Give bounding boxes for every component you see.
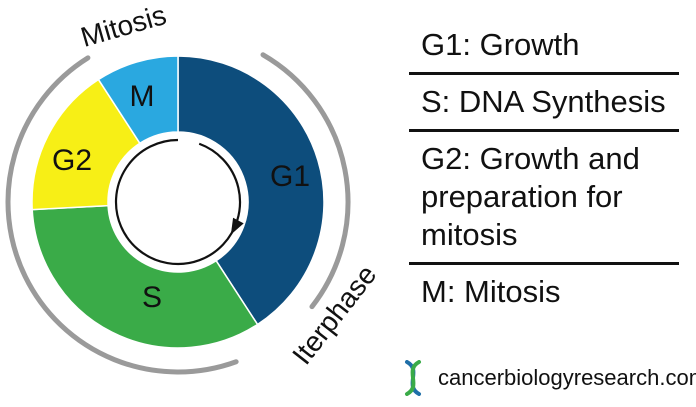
legend-item-g2: G2: Growth and preparation for mitosis (409, 132, 679, 265)
center-hole (108, 132, 248, 272)
segment-label-g1: G1 (270, 160, 310, 193)
mitosis-outer-ring (260, 52, 351, 310)
source-website-text: cancerbiologyresearch.com (438, 365, 696, 390)
phase-legend: G1: Growth S: DNA Synthesis G2: Growth a… (409, 14, 679, 319)
segment-label-s: S (142, 281, 162, 314)
cycle-direction-arrow (114, 138, 242, 266)
dna-helix-icon (405, 360, 421, 396)
segment-label-g2: G2 (52, 144, 92, 177)
segment-label-m: M (130, 80, 155, 113)
cycle-arrowhead-icon (230, 217, 244, 235)
interphase-outer-ring (5, 55, 239, 375)
legend-item-m: M: Mitosis (421, 274, 561, 309)
legend-item-s: S: DNA Synthesis (409, 75, 679, 132)
legend-item-g1: G1: Growth (409, 14, 679, 75)
cell-cycle-diagram: G1 S G2 M Mitosis Iterphase (5, 0, 382, 375)
source-attribution: cancerbiologyresearch.com (398, 360, 696, 396)
mitosis-label: Mitosis (77, 0, 169, 53)
